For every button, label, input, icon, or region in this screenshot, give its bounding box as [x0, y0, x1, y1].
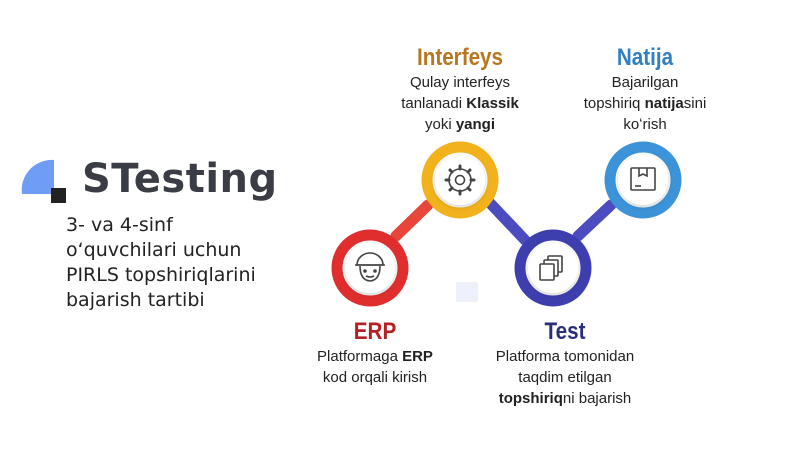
text-fragment: topshiriq: [583, 95, 645, 112]
connector-test-natija: [572, 199, 617, 242]
connector-interfeys-test: [483, 196, 531, 246]
description: 3- va 4-sinf oʻquvchilari uchun PIRLS to…: [66, 213, 306, 313]
description-line-3: PIRLS topshiriqlarini: [66, 264, 256, 286]
step-test-line-3: topshiriqni bajarish: [470, 388, 660, 409]
step-test-line-1: Platforma tomonidan: [495, 348, 635, 365]
test-node: [514, 229, 592, 307]
bold-fragment: natija: [644, 95, 684, 112]
step-interfeys-line-2: tanlanadi Klassik: [380, 93, 540, 114]
logo-text: STesting: [82, 156, 278, 202]
bold-fragment: topshiriq: [498, 390, 563, 407]
step-test-title: Test: [544, 318, 586, 345]
connector-erp-interfeys: [390, 199, 434, 242]
bold-fragment: yangi: [455, 116, 496, 133]
step-interfeys: Interfeys Qulay interfeys tanlanadi Klas…: [380, 44, 540, 135]
description-line-4: bajarish tartibi: [66, 289, 205, 311]
logo-square-shape: [51, 188, 66, 203]
interfeys-node: [421, 141, 499, 219]
worker-icon: [355, 252, 385, 282]
logo-mark-icon: [21, 159, 66, 203]
text-fragment: Platformaga: [317, 348, 403, 365]
description-line-1: 3- va 4-sinf: [66, 214, 173, 236]
step-natija: Natija Bajarilgan topshiriq natijasini k…: [560, 44, 730, 135]
step-interfeys-line-1: Qulay interfeys: [409, 74, 511, 91]
text-fragment: ni bajarish: [562, 390, 632, 407]
step-natija-line-2: topshiriq natijasini: [560, 93, 730, 114]
bold-fragment: Klassik: [466, 95, 519, 112]
step-natija-title: Natija: [616, 44, 674, 71]
bold-fragment: ERP: [402, 348, 433, 365]
text-fragment: sini: [683, 95, 707, 112]
box-icon: [630, 167, 656, 191]
text-fragment: yoki: [424, 116, 456, 133]
faint-square-decoration: [456, 282, 478, 302]
step-interfeys-title: Interfeys: [416, 44, 504, 71]
text-fragment: tanlanadi: [401, 95, 467, 112]
erp-node: [331, 229, 409, 307]
step-interfeys-line-3: yoki yangi: [380, 114, 540, 135]
documents-icon: [539, 255, 563, 281]
step-erp: ERP Platformaga ERP kod orqali kirish: [290, 318, 460, 388]
step-natija-line-1: Bajarilgan: [611, 74, 679, 91]
description-line-2: oʻquvchilari uchun: [66, 239, 242, 261]
step-erp-line-2: kod orqali kirish: [322, 369, 428, 386]
logo-quarter-shape: [21, 159, 54, 194]
step-test-line-2: taqdim etilgan: [518, 369, 612, 386]
step-natija-line-3: koʻrish: [623, 116, 667, 133]
gear-icon: [444, 164, 476, 196]
step-erp-line-1: Platformaga ERP: [290, 346, 460, 367]
natija-node: [604, 141, 682, 219]
step-test: Test Platforma tomonidan taqdim etilgan …: [470, 318, 660, 409]
step-erp-title: ERP: [353, 318, 397, 345]
stesting-logo: STesting: [18, 150, 288, 220]
